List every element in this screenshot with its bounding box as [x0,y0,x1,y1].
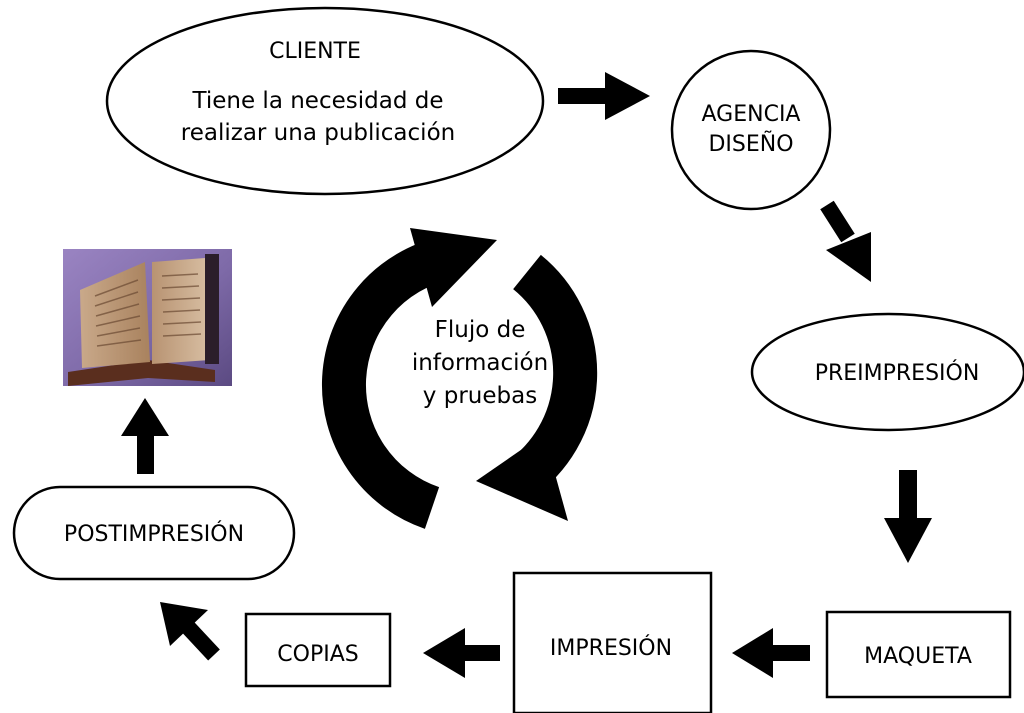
agencia-label-line2: DISEÑO [708,130,793,157]
cliente-need-line1: Tiene la necesidad de [192,88,444,114]
copias-label: COPIAS [277,642,358,667]
preimpresion-node: PREIMPRESIÓN [750,312,1024,432]
postimpresion-node: POSTIMPRESIÓN [12,485,296,581]
impresion-label: IMPRESIÓN [550,635,672,661]
information-cycle-arrows [321,228,598,529]
arrow-cliente-to-agencia [558,72,650,120]
maqueta-node: MAQUETA [825,610,1012,699]
preimpresion-label: PREIMPRESIÓN [815,360,980,386]
arrow-preimpresion-to-maqueta [884,470,932,563]
maqueta-label: MAQUETA [864,644,972,669]
agencia-label-line1: AGENCIA [702,102,801,127]
flujo-line3: y pruebas [423,383,537,409]
cliente-node: CLIENTE Tiene la necesidad de realizar u… [105,6,545,196]
arrow-impresion-to-copias [423,628,500,678]
impresion-node: IMPRESIÓN [512,571,713,713]
cliente-need-line2: realizar una publicación [181,120,455,146]
cliente-title: CLIENTE [269,39,361,64]
arrow-copias-to-postimpresion [160,602,220,661]
agencia-diseno-node: AGENCIA DISEÑO [670,49,832,211]
arrow-maqueta-to-impresion [732,628,810,678]
arrow-postimpresion-to-book [121,398,169,474]
open-book-photo [63,249,232,386]
arrow-agencia-to-preimpresion [820,200,871,282]
flujo-label: Flujo de información y pruebas [412,317,548,409]
postimpresion-label: POSTIMPRESIÓN [64,521,244,547]
flujo-line1: Flujo de [435,317,526,343]
flujo-line2: información [412,350,548,376]
copias-node: COPIAS [244,612,392,688]
